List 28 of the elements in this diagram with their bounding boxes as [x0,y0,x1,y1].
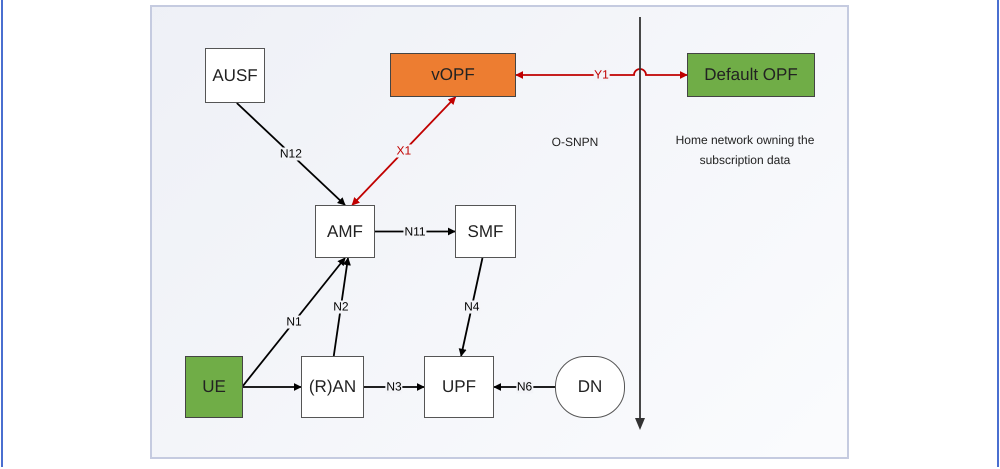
arrow [458,258,484,357]
edge-label: N6 [516,380,534,394]
edge-label: N11 [403,225,427,238]
function-box: vOPF [390,53,516,97]
edge-label: N3 [385,380,403,394]
arrow [375,228,456,236]
network-label: O-SNPN [550,134,600,151]
function-box: AUSF [205,48,265,103]
arrow [243,383,302,391]
edge-label: N12 [278,148,303,160]
arrow [364,383,425,391]
arrow [236,102,346,206]
arrow [242,257,346,386]
edge-label: Y1 [593,68,610,82]
arrow [515,68,688,79]
edge-label: N2 [332,300,350,314]
edge-label: X1 [396,144,412,158]
function-box: Default OPF [687,53,815,97]
function-box: (R)AN [301,356,364,418]
function-box: AMF [315,205,375,258]
arrow [332,257,351,356]
edge-label: N4 [463,300,480,314]
note-text: Home network owning the subscription data [674,132,816,169]
function-box: SMF [455,205,516,258]
function-box: UE [185,356,243,418]
arrow [352,96,456,206]
edge-label: N1 [285,315,303,328]
function-box: UPF [424,356,494,418]
